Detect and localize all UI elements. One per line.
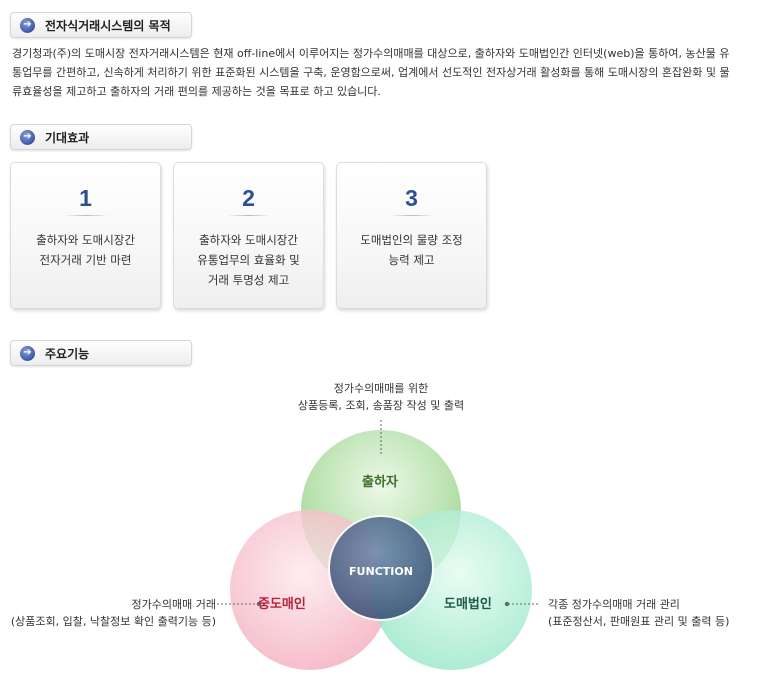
circle-center [328,515,434,621]
connector-dot-left [256,601,262,607]
section-header-purpose: ➔ 전자식거래시스템의 목적 [10,12,192,38]
effect-card-3: 3 도매법인의 물량 조정 능력 제고 [336,162,487,309]
section-title: 전자식거래시스템의 목적 [45,18,171,33]
arrow-right-icon: ➔ [20,345,35,361]
section-title: 기대효과 [45,130,90,145]
circle-label-shipper: 출하자 [362,475,398,490]
section-header-effects: ➔ 기대효과 [10,124,192,150]
center-label-function: FUNCTION [349,565,413,578]
arrow-right-icon: ➔ [20,129,35,145]
card-number: 3 [405,185,418,211]
connector-dot-right [504,601,510,607]
divider [226,215,271,216]
effect-card-2: 2 출하자와 도매시장간 유통업무의 효율화 및 거래 투명성 제고 [173,162,324,309]
card-number: 1 [79,185,92,211]
right-description: 각종 정가수의매매 거래 관리 (표준정산서, 판매원표 관리 및 출력 등) [548,598,730,628]
arrow-right-icon: ➔ [20,17,35,33]
top-description: 정가수의매매를 위한 상품등록, 조회, 송품장 작성 및 출력 [297,382,465,412]
card-text: 출하자와 도매시장간 유통업무의 효율화 및 거래 투명성 제고 [197,233,300,287]
circle-label-broker: 중도매인 [258,597,306,612]
section-header-functions: ➔ 주요기능 [10,340,192,366]
card-text: 도매법인의 물량 조정 능력 제고 [360,233,463,267]
circle-label-wholesaler: 도매법인 [444,597,492,612]
purpose-description: 경기청과(주)의 도매시장 전자거래시스템은 현재 off-line에서 이루어… [12,47,730,98]
divider [63,215,108,216]
card-text: 출하자와 도매시장간 전자거래 기반 마련 [36,233,135,267]
left-description: 정가수의매매 거래 (상품조회, 입찰, 낙찰정보 확인 출력기능 등) [10,598,216,628]
divider [389,215,434,216]
effect-card-1: 1 출하자와 도매시장간 전자거래 기반 마련 [10,162,161,309]
card-number: 2 [242,185,255,211]
section-title: 주요기능 [45,346,90,361]
